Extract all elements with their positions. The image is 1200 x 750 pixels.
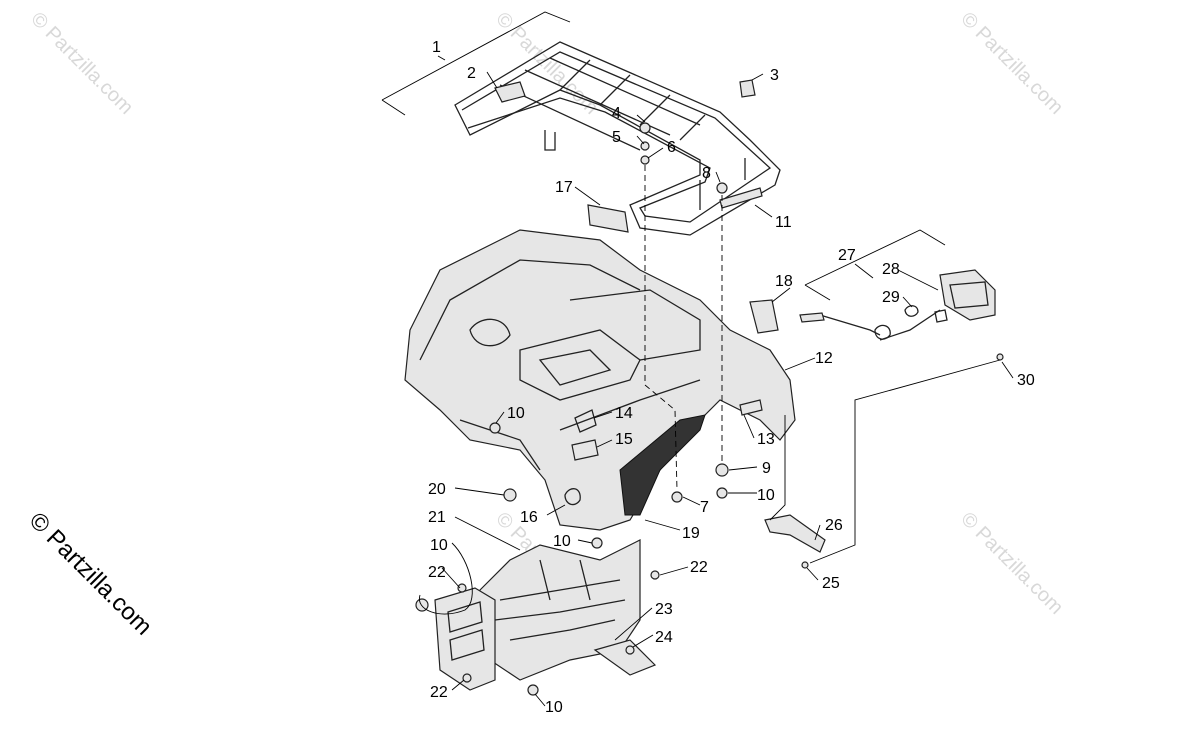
callout-27: 27 [838,247,856,264]
nut-10a [716,487,728,499]
screw-22b [650,570,660,580]
bolt-4 [639,122,651,134]
callout-26: 26 [825,517,843,534]
callout-12: 12 [815,350,833,367]
callout-10d: 10 [430,537,448,554]
screw-24 [625,645,635,655]
callout-4: 4 [612,105,621,122]
callout-10e: 10 [545,699,563,716]
hardware [415,122,1004,696]
callout-2: 2 [467,65,476,82]
callouts: 1 2 3 4 5 6 7 8 9 10 10 10 10 10 11 12 1… [428,39,1035,716]
callout-16: 16 [520,509,538,526]
nut-10d [415,598,429,612]
screw-22a [457,583,467,593]
washer-20 [503,488,517,502]
callout-3: 3 [770,67,779,84]
taillight-assembly [799,269,996,341]
callout-7: 7 [700,499,709,516]
callout-29: 29 [882,289,900,306]
callout-30: 30 [1017,372,1035,389]
leader-lines [381,11,1014,707]
callout-17: 17 [555,179,573,196]
callout-25: 25 [822,575,840,592]
callout-10a: 10 [507,405,525,422]
callout-15: 15 [615,431,633,448]
callout-5: 5 [612,129,621,146]
decal-18 [749,299,779,334]
screw-30 [996,353,1004,361]
footwell [434,539,657,691]
watermark-top-right: © Partzilla.com [956,8,1067,119]
nut-7 [671,491,683,503]
callout-22b: 22 [690,559,708,576]
callout-21: 21 [428,509,446,526]
callout-20: 20 [428,481,446,498]
callout-1: 1 [432,39,441,56]
bolt-8 [716,182,728,194]
callout-8: 8 [702,165,711,182]
decal-17 [587,204,629,233]
watermark-top-left: © Partzilla.com [26,8,137,119]
callout-18: 18 [775,273,793,290]
nut-6 [640,155,650,165]
washer-9 [715,463,729,477]
callout-22c: 22 [430,684,448,701]
callout-14: 14 [615,405,633,422]
callout-11: 11 [775,214,792,231]
watermark-side: © Partzilla.com [24,507,157,640]
nut-10e [527,684,539,696]
callout-22a: 22 [428,564,446,581]
callout-23: 23 [655,601,673,618]
nut-10b [489,422,501,434]
watermark-bottom-right: © Partzilla.com [956,508,1067,619]
washer-5 [640,141,650,151]
callout-28: 28 [882,261,900,278]
callout-10b: 10 [757,487,775,504]
bracket [764,514,826,553]
screw-22c [462,673,472,683]
callout-9: 9 [762,460,771,477]
callout-13: 13 [757,431,775,448]
nut-10c [591,537,603,549]
rear-fender [404,229,796,531]
callout-10c: 10 [553,533,571,550]
callout-24: 24 [655,629,673,646]
callout-6: 6 [667,139,676,156]
screw-25 [801,561,809,569]
callout-19: 19 [682,525,700,542]
